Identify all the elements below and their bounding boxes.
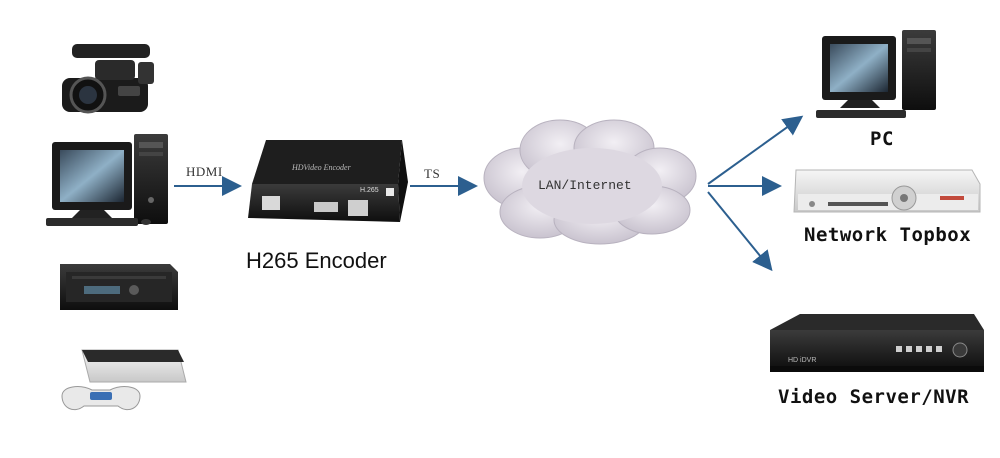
nvr-label: Video Server/NVR — [778, 386, 970, 408]
encoder-top-text: HDVideo Encoder — [291, 163, 352, 172]
cloud-icon — [483, 119, 697, 245]
ts-label: TS — [424, 166, 441, 181]
pc-label: PC — [870, 128, 894, 150]
hdmi-label: HDMI — [186, 164, 223, 179]
arrow-to-nvr — [707, 191, 773, 272]
nvr-icon: HD iDVR — [770, 314, 984, 372]
encoder-label: H265 Encoder — [246, 248, 387, 273]
cloud-label: LAN/Internet — [538, 178, 632, 193]
desktop-pc-icon — [46, 134, 168, 226]
arrow-to-pc — [707, 115, 804, 185]
encoder-box-icon: HDVideo Encoder H.265 — [248, 140, 408, 222]
camcorder-icon — [62, 44, 154, 114]
pc-icon — [816, 30, 936, 118]
htpc-icon — [60, 264, 178, 310]
nvr-brand-text: HD iDVR — [788, 357, 816, 364]
game-console-icon — [61, 349, 187, 411]
encoder-front-text: H.265 — [360, 187, 379, 194]
topbox-label: Network Topbox — [804, 224, 972, 246]
set-top-box-icon — [793, 169, 981, 213]
